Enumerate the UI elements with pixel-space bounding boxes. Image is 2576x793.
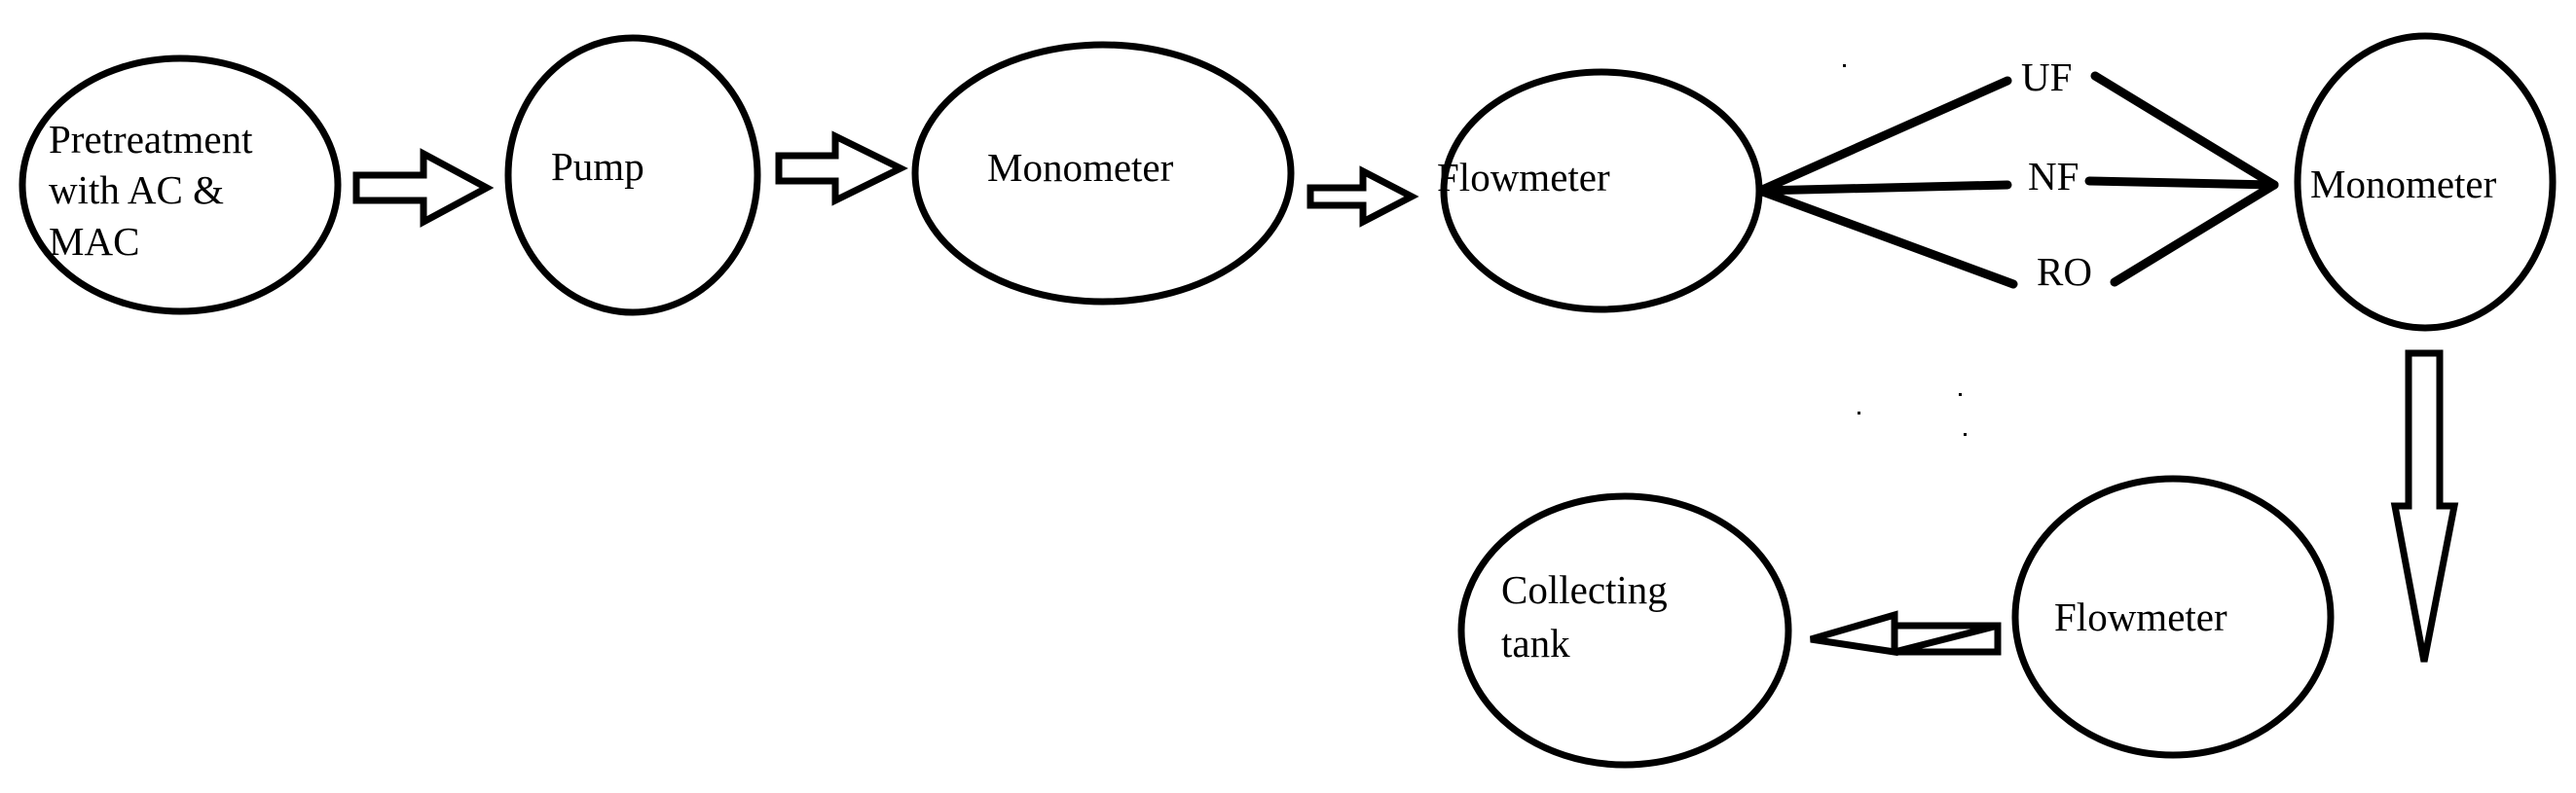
arrow-flowmeter-to-tank [1810, 610, 2002, 657]
pretreatment-label-line-2: with AC & [49, 167, 224, 212]
monometer-1-label: Monometer [987, 145, 1174, 190]
arrow-monometer-to-flowmeter [1306, 165, 1419, 228]
arrow-pump-to-monometer [775, 130, 908, 206]
monometer-2-node [2294, 32, 2557, 332]
collecting-tank-node [1457, 492, 1792, 769]
uf-branch-label: UF [2021, 54, 2072, 99]
speck [1959, 393, 1962, 396]
ro-branch-label: RO [2037, 249, 2092, 294]
line-flowmeter-to-uf [1755, 76, 2012, 196]
nf-branch-label: NF [2028, 154, 2079, 198]
pretreatment-node [18, 54, 342, 315]
pretreatment-label-line-1: Pretreatment [49, 117, 253, 162]
line-nf-to-monometer [2084, 176, 2279, 190]
line-flowmeter-to-ro [1755, 186, 2018, 289]
speck [1858, 412, 1860, 415]
collecting-tank-label-line-1: Collecting [1501, 567, 1668, 612]
arrow-pretreatment-to-pump [352, 148, 495, 228]
flowmeter-2-node [2011, 475, 2335, 759]
speck [1964, 433, 1967, 436]
line-ro-to-monometer [2110, 180, 2279, 287]
line-uf-to-monometer [2090, 71, 2279, 190]
monometer-2-label: Monometer [2310, 162, 2497, 206]
line-flowmeter-to-nf [1755, 180, 2012, 196]
arrow-monometer-down [2390, 349, 2459, 663]
pretreatment-label-line-3: MAC [49, 219, 139, 264]
pump-label: Pump [551, 144, 644, 189]
speck [1843, 64, 1846, 67]
collecting-tank-label-line-2: tank [1501, 621, 1570, 666]
flowmeter-1-label: Flowmeter [1437, 155, 1610, 199]
flowmeter-2-label: Flowmeter [2054, 595, 2227, 639]
monometer-1-node [911, 41, 1295, 306]
pump-node [504, 34, 761, 316]
